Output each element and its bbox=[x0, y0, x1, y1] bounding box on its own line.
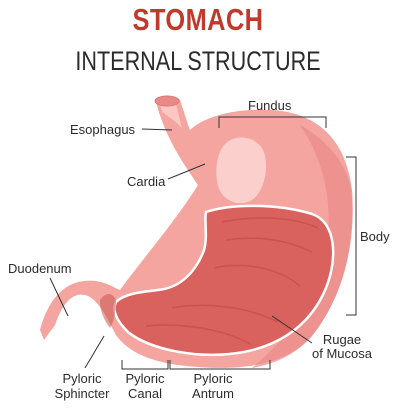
label-rugae-line2: of Mucosa bbox=[312, 346, 373, 361]
label-cardia: Cardia bbox=[127, 174, 166, 189]
label-fundus: Fundus bbox=[248, 98, 292, 113]
label-rugae-line1: Rugae bbox=[323, 332, 361, 347]
label-pyloric-canal-line2: Canal bbox=[128, 386, 162, 401]
esophagus-opening bbox=[155, 96, 179, 106]
pyloric-sphincter-leader bbox=[85, 336, 104, 368]
label-pyloric-antrum-line1: Pyloric bbox=[193, 371, 233, 386]
label-pyloric-sphincter-line2: Sphincter bbox=[55, 386, 111, 401]
label-pyloric-canal-line1: Pyloric bbox=[125, 371, 165, 386]
label-esophagus: Esophagus bbox=[70, 122, 136, 137]
label-pyloric-sphincter-line1: Pyloric bbox=[62, 371, 102, 386]
label-body: Body bbox=[360, 229, 390, 244]
label-pyloric-antrum-line2: Antrum bbox=[192, 386, 234, 401]
label-duodenum: Duodenum bbox=[8, 261, 72, 276]
